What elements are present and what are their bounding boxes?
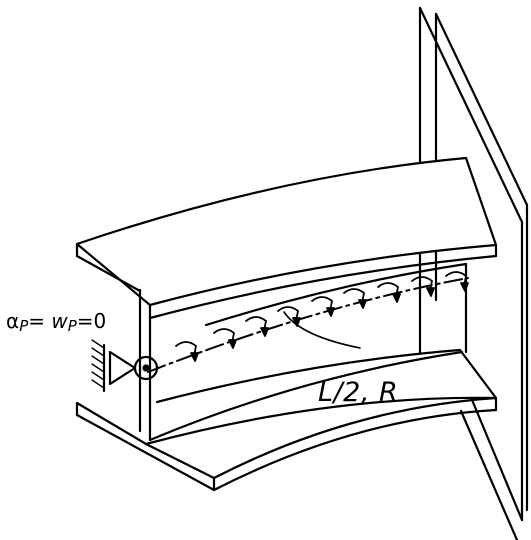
torque-arrow-icon (343, 288, 367, 309)
pin-support-icon (91, 339, 159, 393)
bottom-flange (75, 348, 498, 492)
torque-arrow-icon (377, 282, 401, 303)
torque-arrow-icon (213, 328, 237, 349)
equals-2: =0 (76, 309, 107, 333)
alpha-subscript: P (19, 317, 29, 335)
support-condition-label: αP= wP=0 (6, 311, 106, 334)
fixed-wall (418, 6, 529, 540)
w-symbol: w (51, 309, 68, 333)
torque-arrow-icon (311, 296, 335, 317)
torque-arrow-icon (411, 276, 435, 297)
span-radius-label: L/2, R (318, 377, 399, 408)
torque-arrow-icon (445, 271, 469, 292)
torque-arrow-icon (245, 316, 269, 337)
alpha-symbol: α (6, 309, 20, 333)
equals-1: = (28, 309, 52, 333)
torque-arrow-icon (277, 306, 301, 327)
w-subscript: P (67, 317, 77, 335)
distributed-torque (175, 271, 469, 362)
leader-line (283, 311, 361, 349)
torque-arrow-icon (175, 341, 199, 362)
top-flange (75, 156, 498, 320)
